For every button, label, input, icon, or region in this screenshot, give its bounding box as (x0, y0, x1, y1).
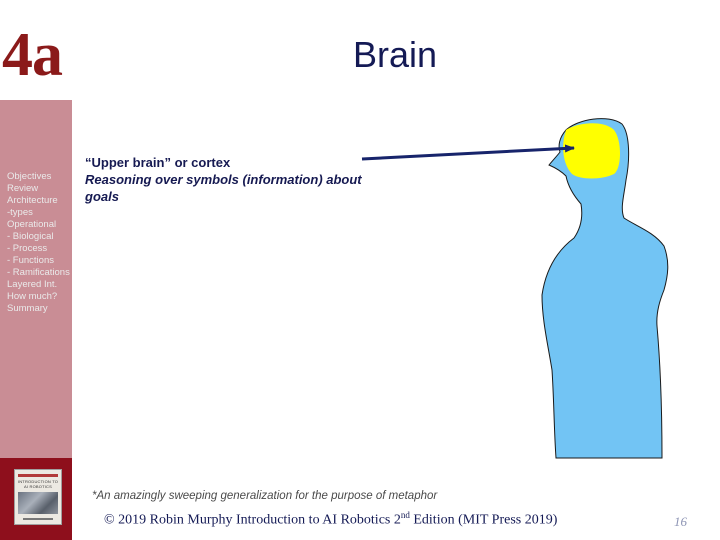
sidebar-item-how-much[interactable]: How much? (7, 291, 58, 302)
copyright-edition: Edition (MIT Press 2019) (409, 512, 558, 528)
chapter-number: 4a (2, 21, 63, 89)
book-cover-image: INTRODUCTION TO AI ROBOTICS (14, 469, 62, 525)
brain-cortex-highlight (563, 123, 620, 179)
cortex-heading: “Upper brain” or cortex (85, 155, 231, 170)
book-cover-title: INTRODUCTION TO AI ROBOTICS (17, 479, 59, 489)
sidebar-item-process[interactable]: - Process (7, 243, 48, 254)
sidebar-item-objectives[interactable]: Objectives (7, 171, 52, 182)
sidebar-nav: Objectives Review Architecture -types Op… (0, 100, 72, 458)
sidebar-item-architecture[interactable]: Architecture (7, 195, 58, 206)
sidebar-item-review[interactable]: Review (7, 183, 39, 194)
sidebar-item-layered-int[interactable]: Layered Int. (7, 279, 58, 290)
book-cover-stripe (18, 474, 58, 477)
footnote: *An amazingly sweeping generalization fo… (92, 490, 438, 502)
sidebar-item-functions[interactable]: - Functions (7, 255, 54, 266)
copyright-text: © 2019 Robin Murphy Introduction to AI R… (104, 512, 401, 528)
page-number: 16 (674, 514, 687, 529)
pointer-arrow (361, 144, 575, 161)
edition-superscript: nd (400, 510, 410, 520)
copyright-notice: © 2019 Robin Murphy Introduction to AI R… (104, 510, 557, 529)
sidebar-list: Objectives Review Architecture -types Op… (0, 100, 72, 315)
sidebar-item-ramifications[interactable]: - Ramifications (7, 267, 70, 278)
human-body-silhouette (541, 118, 669, 459)
sidebar-item-types[interactable]: -types (7, 207, 33, 218)
slide-title: Brain (352, 34, 438, 75)
sidebar-item-biological[interactable]: - Biological (7, 231, 54, 242)
sidebar-item-operational[interactable]: Operational (7, 219, 57, 230)
sidebar-item-summary[interactable]: Summary (7, 303, 48, 314)
main-text: “Upper brain” or cortex Reasoning over s… (85, 154, 395, 205)
book-cover-author (23, 518, 53, 520)
book-cover-photo (18, 492, 58, 514)
cortex-description: Reasoning over symbols (information) abo… (85, 172, 362, 204)
